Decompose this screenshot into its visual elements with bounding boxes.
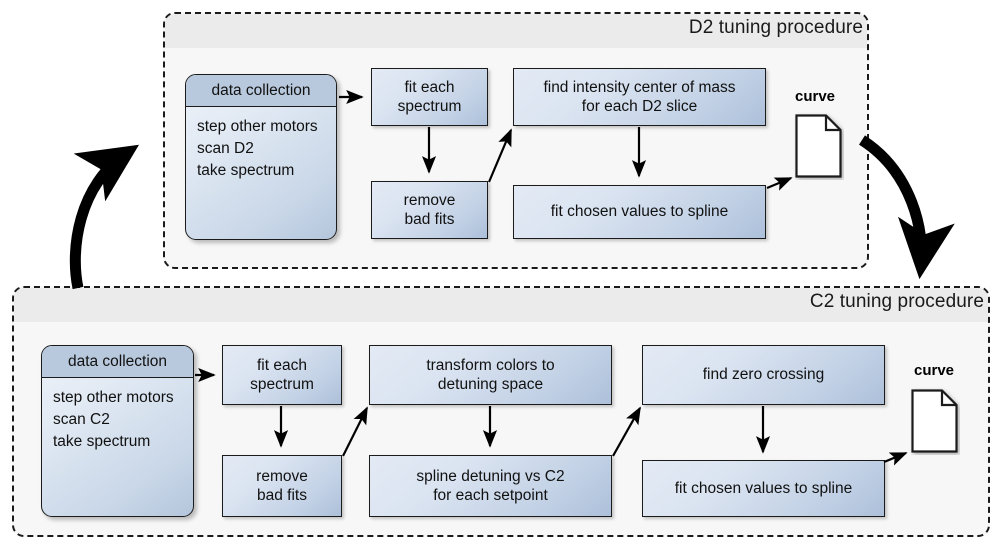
- d2-fit-values-spline-text: fit chosen values to spline: [550, 203, 729, 221]
- c2-find-zero-crossing-text: find zero crossing: [702, 366, 825, 384]
- c2-transform-colors-node: transform colors to detuning space: [369, 345, 612, 405]
- c2-data-collection-body: step other motors scan C2 take spectrum: [42, 378, 193, 453]
- c2-fit-values-spline-text: fit chosen values to spline: [674, 479, 853, 497]
- c2-rbf-line-2: bad fits: [257, 487, 307, 504]
- d2-dc-line-1: step other motors: [197, 118, 318, 135]
- c2-fit-each-spectrum-node: fit each spectrum: [222, 345, 342, 405]
- d2-data-collection-body: step other motors scan D2 take spectrum: [186, 107, 336, 182]
- c2-dc-line-1: step other motors: [53, 389, 174, 406]
- d2-fic-line-2: for each D2 slice: [581, 98, 698, 115]
- c2-fit-each-spectrum-text: fit each spectrum: [242, 356, 322, 395]
- c2-data-collection-header: data collection: [42, 346, 193, 378]
- c2-spline-detuning-node: spline detuning vs C2 for each setpoint: [369, 455, 612, 517]
- d2-find-intensity-com-node: find intensity center of mass for each D…: [513, 68, 766, 126]
- c2-tc-line-2: detuning space: [437, 376, 544, 393]
- d2-remove-bad-fits-node: remove bad fits: [371, 181, 488, 239]
- d2-fic-line-1: find intensity center of mass: [543, 78, 736, 96]
- d2-rbf-line-1: remove: [403, 191, 456, 209]
- c2-remove-bad-fits-text: remove bad fits: [248, 467, 316, 506]
- group-d2-titlebar: [165, 14, 867, 48]
- c2-output-label: curve: [913, 362, 955, 379]
- c2-tc-line-1: transform colors to: [426, 356, 555, 374]
- group-d2-title: D2 tuning procedure: [688, 17, 863, 38]
- c2-fes-line-2: spectrum: [250, 376, 314, 393]
- d2-output-document-icon: [794, 112, 844, 180]
- d2-find-intensity-com-text: find intensity center of mass for each D…: [535, 78, 743, 117]
- c2-rbf-line-1: remove: [256, 467, 308, 485]
- d2-data-collection-box: data collection step other motors scan D…: [185, 74, 337, 240]
- d2-rbf-line-2: bad fits: [404, 211, 455, 228]
- d2-fes-line-1: fit each: [404, 78, 455, 96]
- c2-find-zero-crossing-node: find zero crossing: [642, 345, 885, 405]
- d2-remove-bad-fits-text: remove bad fits: [396, 191, 464, 230]
- c2-sd-line-2: for each setpoint: [433, 487, 548, 504]
- d2-dc-line-2: scan D2: [197, 140, 254, 157]
- c2-sd-line-1: spline detuning vs C2: [416, 467, 565, 485]
- c2-dc-line-3: take spectrum: [53, 433, 151, 450]
- c2-spline-detuning-text: spline detuning vs C2 for each setpoint: [408, 467, 572, 506]
- c2-output-document-icon: [910, 387, 960, 455]
- c2-data-collection-box: data collection step other motors scan C…: [41, 345, 194, 517]
- d2-dc-line-3: take spectrum: [197, 162, 295, 179]
- c2-remove-bad-fits-node: remove bad fits: [222, 455, 342, 517]
- d2-fit-each-spectrum-text: fit each spectrum: [390, 78, 470, 117]
- arrow-c2-to-d2-loop: [69, 144, 140, 290]
- group-c2-title: C2 tuning procedure: [809, 291, 984, 312]
- group-c2-titlebar: [14, 288, 988, 322]
- c2-dc-line-2: scan C2: [53, 411, 110, 428]
- c2-transform-colors-text: transform colors to detuning space: [418, 356, 562, 395]
- d2-fit-each-spectrum-node: fit each spectrum: [371, 68, 488, 126]
- arrow-d2-to-c2-loop: [858, 135, 955, 280]
- d2-output-label: curve: [794, 88, 836, 105]
- d2-fes-line-2: spectrum: [397, 98, 462, 115]
- d2-data-collection-header: data collection: [186, 75, 336, 107]
- c2-fes-line-1: fit each: [257, 356, 307, 374]
- d2-fit-values-spline-node: fit chosen values to spline: [513, 185, 766, 239]
- c2-fit-values-spline-node: fit chosen values to spline: [642, 460, 885, 517]
